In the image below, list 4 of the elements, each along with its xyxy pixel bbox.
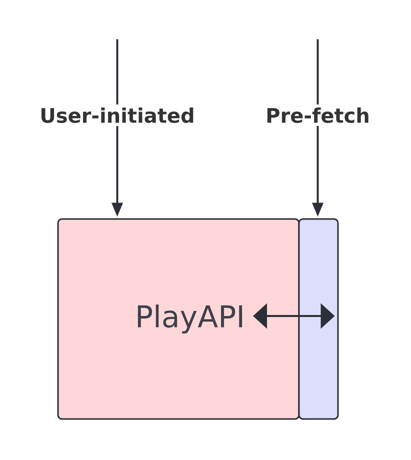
api-box: PlayAPI xyxy=(57,218,300,420)
side-box xyxy=(298,218,339,420)
edge-label: User-initiated xyxy=(36,104,198,126)
edge-label: Pre-fetch xyxy=(262,104,373,126)
